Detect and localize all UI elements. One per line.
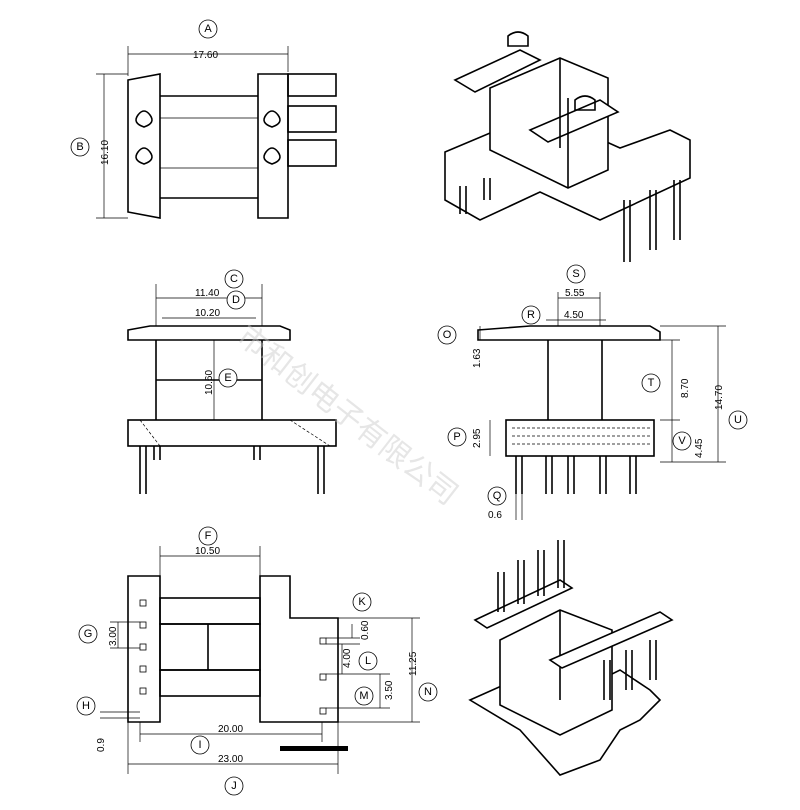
dim-value-C: 11.40	[195, 288, 220, 299]
svg-text:S: S	[572, 268, 579, 280]
side-view: 5.55 4.50 1.63 8.70 14.70 4.45 2.95 0.6	[472, 288, 726, 521]
svg-text:H: H	[82, 700, 90, 712]
callout-B: B	[70, 137, 90, 157]
dim-value-V: 4.45	[694, 438, 705, 458]
callout-V: V	[672, 431, 692, 451]
dim-value-G: 3.00	[108, 626, 119, 646]
svg-text:T: T	[648, 377, 655, 389]
callout-E: E	[218, 368, 238, 388]
dim-value-N: 11.25	[408, 651, 419, 676]
svg-text:J: J	[231, 780, 237, 792]
dim-value-J: 23.00	[218, 754, 243, 765]
callout-T: T	[641, 373, 661, 393]
callout-J: J	[224, 776, 244, 796]
callout-K: K	[352, 592, 372, 612]
dim-value-B: 16.10	[100, 140, 111, 165]
callout-H: H	[76, 696, 96, 716]
svg-text:V: V	[678, 435, 686, 447]
svg-text:D: D	[232, 294, 240, 306]
svg-text:G: G	[84, 628, 93, 640]
dim-value-P: 2.95	[472, 428, 483, 448]
iso-view-top	[444, 31, 691, 262]
dim-value-S: 5.55	[565, 288, 585, 299]
callout-M: M	[354, 686, 374, 706]
callout-L: L	[358, 651, 378, 671]
dim-value-M: 3.50	[384, 680, 395, 700]
callout-U: U	[728, 410, 748, 430]
dim-value-O: 1.63	[472, 348, 483, 368]
dim-value-H: 0.9	[96, 738, 107, 752]
dim-value-Q: 0.6	[488, 510, 502, 521]
callout-Q: Q	[487, 486, 507, 506]
svg-text:E: E	[224, 372, 231, 384]
watermark-text: 市和创电子有限公司	[230, 319, 464, 513]
callout-N: N	[418, 682, 438, 702]
scale-bar	[280, 746, 348, 751]
dim-value-U: 14.70	[714, 385, 725, 410]
callout-A: A	[198, 19, 218, 39]
callout-P: P	[447, 427, 467, 447]
svg-text:N: N	[424, 686, 432, 698]
svg-text:C: C	[230, 273, 238, 285]
iso-view-bottom	[468, 540, 674, 776]
callout-C: C	[224, 269, 244, 289]
callout-S: S	[566, 264, 586, 284]
svg-text:O: O	[443, 329, 452, 341]
callout-I: I	[190, 735, 210, 755]
svg-text:A: A	[204, 23, 212, 35]
dim-value-A: 17.60	[193, 50, 218, 61]
svg-text:Q: Q	[493, 490, 502, 502]
dim-value-F: 10.50	[195, 546, 220, 557]
svg-text:L: L	[365, 655, 371, 667]
dim-value-I: 20.00	[218, 724, 243, 735]
svg-text:F: F	[205, 530, 212, 542]
callout-G: G	[78, 624, 98, 644]
callout-F: F	[198, 526, 218, 546]
bottom-view: 10.50 3.00 0.9 20.00 23.00 0.60 4.00 3.5…	[96, 546, 420, 774]
callout-O: O	[437, 325, 457, 345]
dim-value-E: 10.60	[204, 370, 215, 395]
dim-value-L: 4.00	[342, 648, 353, 668]
svg-text:K: K	[358, 596, 366, 608]
svg-text:P: P	[453, 431, 460, 443]
top-view: 17.60 16.10	[96, 46, 337, 219]
dim-value-R: 4.50	[564, 310, 584, 321]
dim-value-T: 8.70	[680, 378, 691, 398]
dim-value-K: 0.60	[360, 620, 371, 640]
svg-text:I: I	[198, 739, 201, 751]
front-view: 11.40 10.20 10.60	[127, 284, 337, 494]
svg-text:U: U	[734, 414, 742, 426]
callout-R: R	[521, 305, 541, 325]
callout-D: D	[226, 290, 246, 310]
svg-text:M: M	[359, 690, 368, 702]
svg-text:B: B	[76, 141, 83, 153]
dim-value-D: 10.20	[195, 308, 220, 319]
svg-text:R: R	[527, 309, 535, 321]
